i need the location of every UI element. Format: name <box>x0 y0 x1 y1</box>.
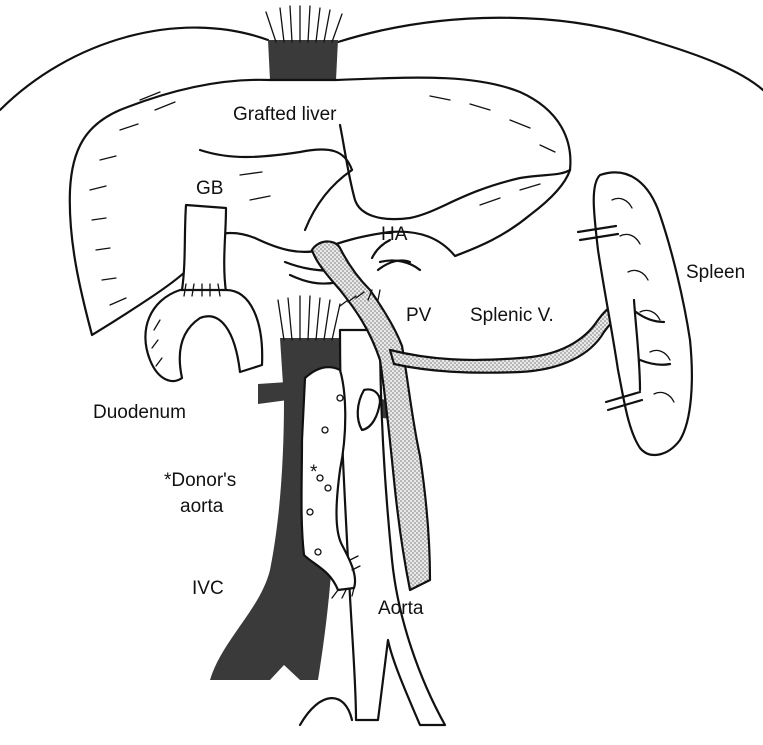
label-donors-aorta-1: *Donor's <box>164 470 236 491</box>
suprahepatic-ivc-anastomosis <box>268 40 338 80</box>
label-gb: GB <box>196 178 223 199</box>
renal-vein-left <box>258 382 288 404</box>
label-pv: PV <box>406 305 432 326</box>
label-ivc: IVC <box>192 578 224 599</box>
gallbladder <box>182 205 226 292</box>
label-splenic-v: Splenic V. <box>470 305 554 326</box>
donor-aorta-asterisk: * <box>310 462 318 483</box>
suprahepatic-sutures <box>266 6 342 42</box>
label-ha: HA <box>381 224 408 245</box>
label-grafted-liver: Grafted liver <box>233 104 337 125</box>
label-spleen: Spleen <box>686 262 745 283</box>
aorta-bifurcation-inner <box>300 698 352 725</box>
spleen <box>594 172 692 455</box>
label-duodenum: Duodenum <box>93 402 186 423</box>
infrahepatic-ivc-sutures <box>278 296 340 340</box>
label-aorta: Aorta <box>378 598 424 619</box>
label-donors-aorta-2: aorta <box>180 496 224 517</box>
duodenum <box>145 290 262 381</box>
